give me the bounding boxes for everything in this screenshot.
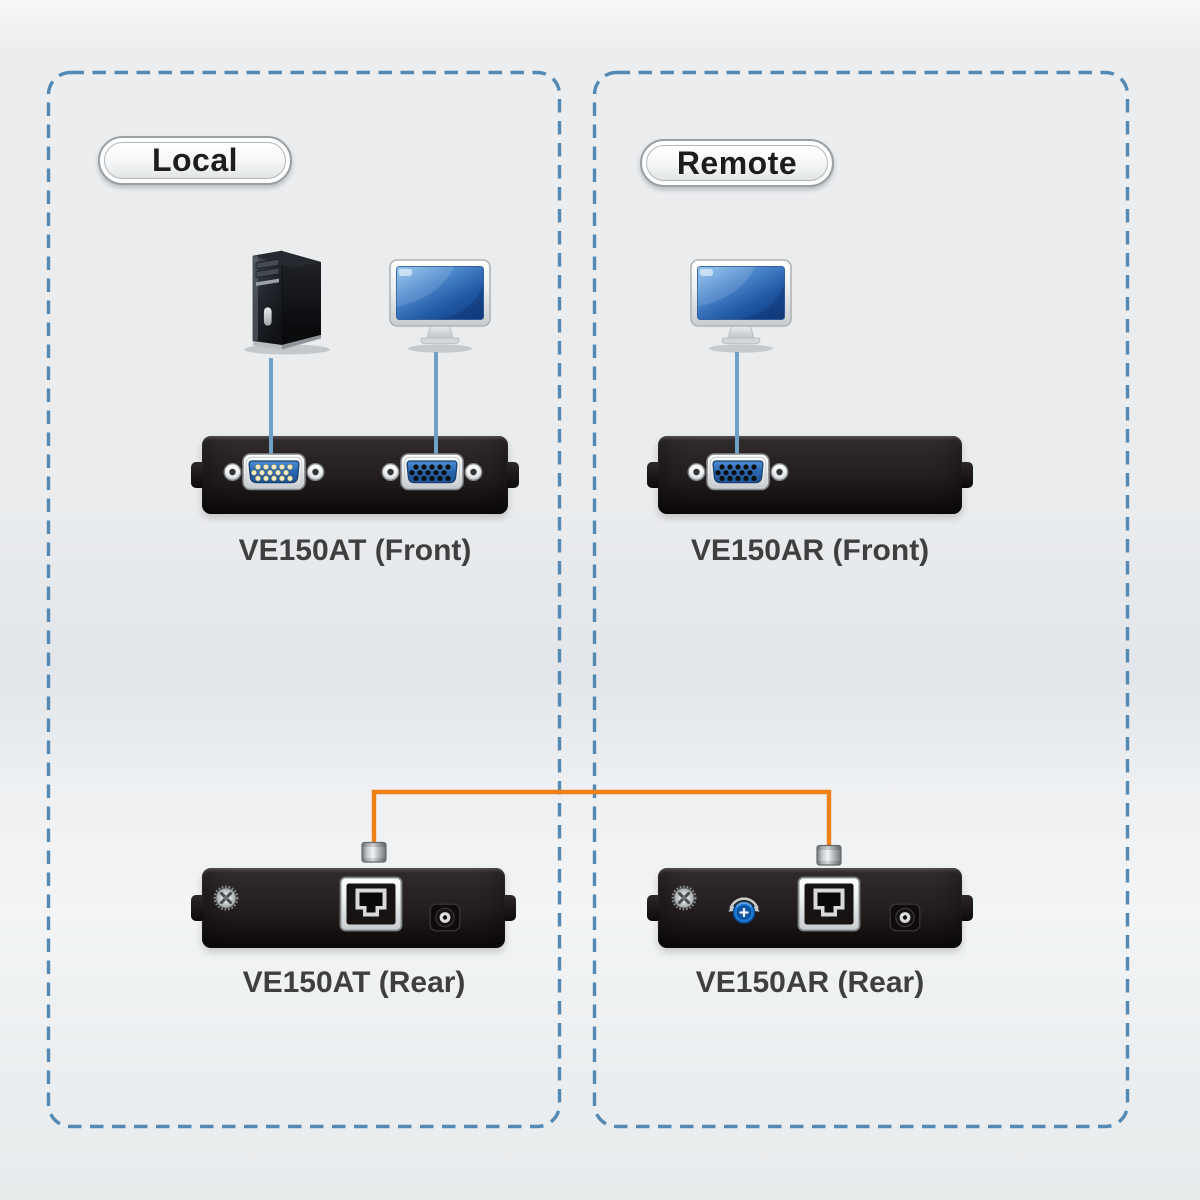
ground-screw-icon bbox=[213, 885, 239, 911]
ground-screw-icon bbox=[671, 885, 697, 911]
remote-zone-border bbox=[592, 70, 1130, 1129]
dc-power-jack-icon bbox=[429, 903, 461, 932]
rj45-plug-icon bbox=[816, 844, 842, 866]
rj45-port-icon bbox=[797, 876, 861, 932]
local-zone-badge: Local bbox=[98, 136, 292, 185]
local-zone-label: Local bbox=[151, 142, 239, 178]
rj45-port-icon bbox=[339, 876, 403, 932]
dc-power-jack-icon bbox=[889, 903, 921, 932]
ve150at-front-label: VE150AT (Front) bbox=[238, 534, 472, 567]
ve150ar-rear-label: VE150AR (Rear) bbox=[695, 966, 925, 999]
remote-zone-label: Remote bbox=[676, 144, 798, 181]
ve150ar-front-label: VE150AR (Front) bbox=[690, 534, 930, 567]
ve150at-rear-label: VE150AT (Rear) bbox=[242, 966, 466, 999]
gain-knob-icon bbox=[726, 897, 762, 925]
vga-female-port-icon bbox=[380, 448, 484, 496]
vga-male-port-icon bbox=[222, 448, 326, 496]
rj45-plug-icon bbox=[361, 841, 387, 863]
cat5-cable bbox=[371, 789, 832, 848]
vga-female-port-icon bbox=[686, 448, 790, 496]
remote-zone-badge: Remote bbox=[640, 139, 834, 187]
local-zone-border bbox=[46, 70, 562, 1129]
